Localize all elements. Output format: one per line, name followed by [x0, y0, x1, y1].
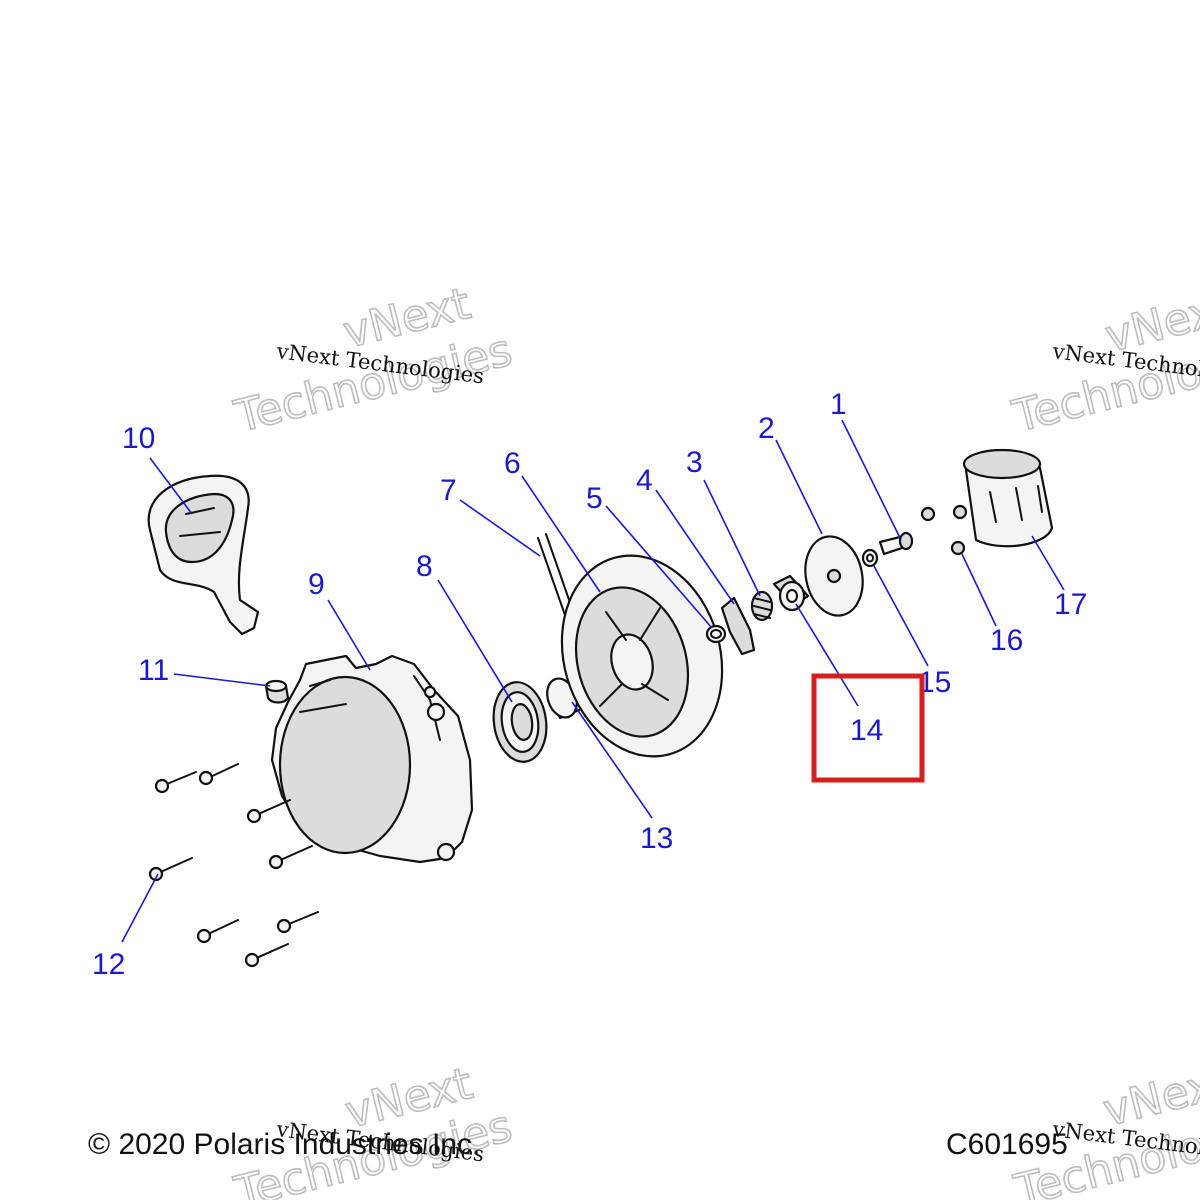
watermark-top-left: vNext Technologies vNext Technologies	[229, 277, 518, 443]
callout-1: 1	[830, 388, 847, 421]
callout-2: 2	[758, 412, 775, 445]
callout-labels: 1 2 3 4 5 6 7 8 9 10 11 12 13 14 15 16 1…	[92, 388, 1087, 981]
callout-17: 17	[1054, 588, 1087, 621]
part-recoil-housing	[270, 654, 474, 864]
part-rope-pulley	[560, 554, 724, 758]
copyright-text: © 2020 Polaris Industries Inc.	[88, 1128, 481, 1161]
callout-16: 16	[990, 624, 1023, 657]
part-small-bolts	[920, 504, 968, 556]
leader-lines	[121, 419, 1065, 943]
part-starter-cup	[962, 448, 1054, 548]
part-spring-clip	[705, 624, 727, 644]
part-friction-plate	[772, 574, 810, 612]
part-screw-set	[148, 763, 319, 968]
figure-code: C601695	[946, 1128, 1068, 1161]
part-small-bushing	[264, 679, 290, 704]
callout-12: 12	[92, 948, 125, 981]
part-ratchet-pawl	[720, 596, 756, 656]
callout-10: 10	[122, 422, 155, 455]
watermark-top-right: vNext Technologies vNext Technologies	[1007, 281, 1200, 443]
callout-4: 4	[636, 464, 653, 497]
part-retainer-plate	[804, 535, 864, 617]
callout-3: 3	[686, 446, 703, 479]
part-bolt	[878, 531, 914, 556]
callout-11: 11	[138, 654, 169, 687]
callout-5: 5	[586, 482, 603, 515]
callout-6: 6	[504, 447, 521, 480]
part-washer	[861, 548, 879, 568]
callout-13: 13	[640, 822, 673, 855]
part-small-spring	[750, 590, 774, 622]
highlight-box	[811, 673, 925, 783]
part-starter-handle	[147, 474, 260, 636]
part-recoil-spring	[492, 681, 548, 763]
callout-8: 8	[416, 550, 433, 583]
callout-7: 7	[440, 474, 457, 507]
callout-14: 14	[850, 714, 883, 747]
callout-9: 9	[308, 568, 325, 601]
